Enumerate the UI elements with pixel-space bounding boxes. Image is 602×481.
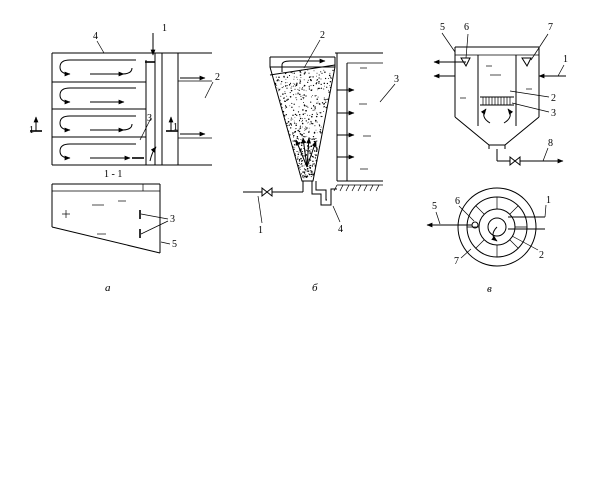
figure-c: 5 6 7 1 2 3 8 5 6 1 2 7 в	[427, 22, 568, 295]
label-a-5: 5	[172, 239, 177, 250]
caption-b: б	[312, 282, 318, 294]
label-b-2: 2	[320, 30, 325, 41]
label-b-3: 3	[394, 74, 399, 85]
figure-b: 2 3 1 4 б	[243, 30, 399, 294]
label-c-1-plan: 1	[546, 195, 551, 206]
caption-c: в	[487, 283, 492, 295]
label-c-3: 3	[551, 108, 556, 119]
label-c-8: 8	[548, 138, 553, 149]
settler-elevation	[434, 33, 566, 165]
adjacent-channel	[335, 53, 383, 185]
section-label: 1 - 1	[104, 169, 122, 180]
label-a-1-left: 1	[29, 125, 34, 136]
lane-flow-arrows	[60, 33, 205, 161]
label-c-2: 2	[551, 93, 556, 104]
label-c-1: 1	[563, 54, 568, 65]
inlet-pipe	[243, 181, 303, 223]
sludge-drain	[312, 181, 379, 222]
label-c-7: 7	[548, 22, 553, 33]
label-c-5-plan: 5	[432, 201, 437, 212]
caption-a: а	[105, 282, 111, 294]
label-a-4: 4	[93, 31, 98, 42]
label-b-4: 4	[338, 224, 343, 235]
suspended-sludge-fill	[275, 70, 334, 179]
sludge-cone	[270, 57, 335, 181]
label-a-3: 3	[147, 113, 152, 124]
label-c-5: 5	[440, 22, 445, 33]
basin-section-view	[52, 184, 170, 253]
settler-plan	[427, 188, 546, 266]
label-c-7-plan: 7	[454, 256, 459, 267]
label-a-2: 2	[215, 72, 220, 83]
label-c-6: 6	[464, 22, 469, 33]
label-c-6-plan: 6	[455, 196, 460, 207]
label-a-3-section: 3	[170, 214, 175, 225]
label-a-1-right: 1	[173, 122, 178, 133]
label-b-1: 1	[258, 225, 263, 236]
label-a-1-top: 1	[162, 23, 167, 34]
label-c-2-plan: 2	[539, 250, 544, 261]
figure-a: 1 4 2 3 1 1 1 - 1 3 5 а	[29, 23, 220, 294]
